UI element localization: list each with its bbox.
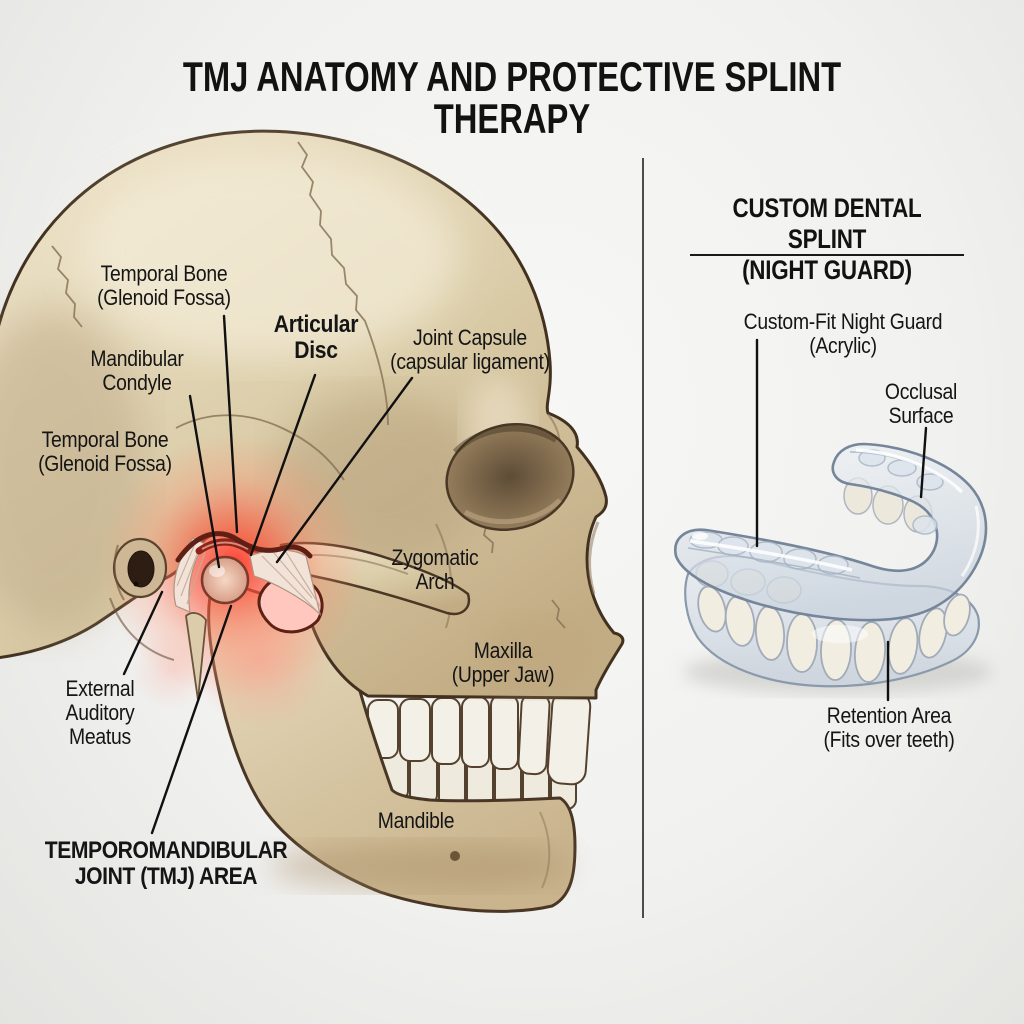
leader-external-auditory-meatus bbox=[122, 590, 164, 676]
skull-sutures bbox=[51, 141, 566, 629]
splint-body bbox=[674, 442, 988, 622]
label-zygomatic-arch: Zygomatic Arch bbox=[391, 545, 479, 594]
leader-articular-disc bbox=[249, 373, 317, 557]
label-external-auditory-meatus: External Auditory Meatus bbox=[65, 676, 135, 749]
leader-temporal-bone-upper bbox=[222, 314, 239, 534]
label-occlusal-surface: Occlusal Surface bbox=[884, 379, 958, 428]
cheek-ridge-contour bbox=[435, 523, 453, 629]
label-articular-disc: Articular Disc bbox=[273, 311, 359, 365]
label-tmj-area: TEMPOROMANDIBULAR JOINT (TMJ) AREA bbox=[44, 837, 288, 891]
splint-panel-title-underline bbox=[690, 254, 964, 256]
label-custom-fit-night-guard: Custom-Fit Night Guard (Acrylic) bbox=[743, 309, 943, 358]
mandibular-condyle-anatomy bbox=[200, 555, 250, 605]
tmj-joint bbox=[173, 531, 322, 616]
leader-lines bbox=[122, 314, 928, 835]
chin-contour bbox=[539, 811, 551, 889]
glenoid-fossa-outline bbox=[175, 531, 313, 563]
label-maxilla: Maxilla (Upper Jaw) bbox=[451, 638, 555, 687]
label-mandible: Mandible bbox=[377, 808, 455, 833]
label-joint-capsule: Joint Capsule (capsular ligament) bbox=[390, 325, 550, 374]
leader-joint-capsule bbox=[275, 376, 414, 564]
external-auditory-meatus-anatomy bbox=[109, 537, 175, 661]
label-mandibular-condyle: Mandibular Condyle bbox=[90, 346, 184, 395]
label-temporal-bone-lower: Temporal Bone (Glenoid Fossa) bbox=[38, 427, 172, 476]
nasal-aperture-shading bbox=[587, 521, 600, 595]
splint-highlights bbox=[687, 448, 980, 643]
label-temporal-bone-upper: Temporal Bone (Glenoid Fossa) bbox=[97, 261, 231, 310]
dome-highlight bbox=[80, 150, 460, 360]
night-guard-illustration bbox=[674, 442, 993, 694]
mental-foramen bbox=[450, 851, 460, 861]
page-title: TMJ ANATOMY AND PROTECTIVE SPLINT THERAP… bbox=[182, 53, 842, 142]
skull-illustration bbox=[0, 129, 625, 913]
splint-panel-title: CUSTOM DENTAL SPLINT (NIGHT GUARD) bbox=[732, 193, 922, 286]
eye-socket bbox=[445, 422, 575, 532]
label-retention-area: Retention Area (Fits over teeth) bbox=[823, 703, 955, 752]
maxilla-shading bbox=[480, 617, 590, 693]
styloid-process bbox=[185, 612, 207, 701]
leader-occlusal-surface bbox=[919, 426, 928, 499]
leader-mandibular-condyle bbox=[188, 394, 221, 569]
jaw-shadow bbox=[270, 842, 570, 890]
leader-tmj-area bbox=[150, 604, 233, 835]
